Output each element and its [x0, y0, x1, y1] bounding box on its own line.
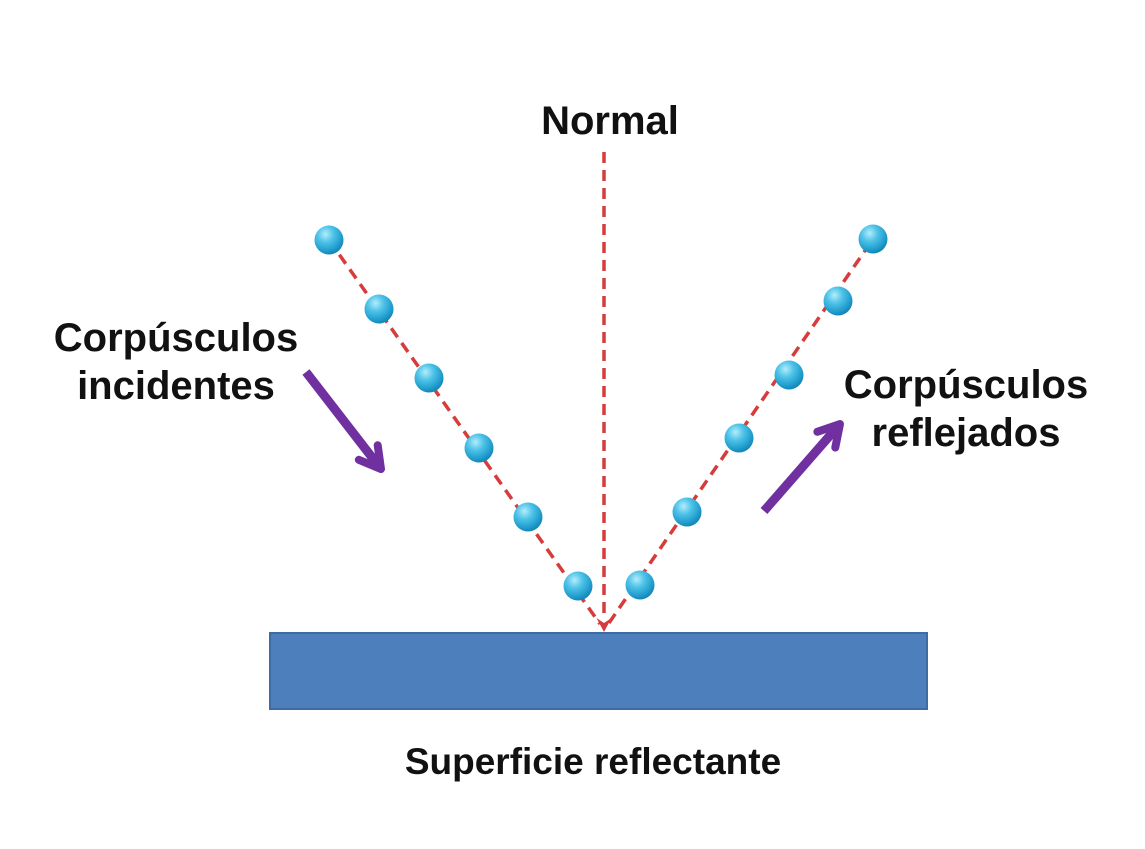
incident-label-line1: Corpúsculos — [53, 316, 299, 360]
reflected-corpuscles-label: Corpúsculos reflejados — [844, 361, 1088, 457]
corpuscle-sphere — [563, 571, 593, 601]
corpuscle-sphere — [314, 225, 344, 255]
incident-corpuscles-label: Corpúsculos incidentes — [54, 314, 298, 410]
incident-label-line2: incidentes — [77, 364, 275, 408]
corpuscle-sphere — [364, 294, 394, 324]
reflected-corpuscles — [625, 224, 888, 600]
corpuscle-sphere — [414, 363, 444, 393]
reflected-label-line2: reflejados — [871, 411, 1061, 455]
corpuscle-sphere — [774, 360, 804, 390]
corpuscle-sphere — [464, 433, 494, 463]
corpuscle-sphere — [625, 570, 655, 600]
incident-corpuscles — [314, 225, 593, 601]
normal-label: Normal — [541, 99, 679, 143]
reflecting-surface — [269, 632, 928, 710]
corpuscle-sphere — [672, 497, 702, 527]
corpuscle-sphere — [823, 286, 853, 316]
incident-direction-arrow-icon — [302, 369, 385, 473]
reflected-direction-arrow-icon — [760, 420, 844, 514]
reflected-label-line1: Corpúsculos — [843, 363, 1089, 407]
corpuscle-sphere — [513, 502, 543, 532]
incident-ray-line — [327, 238, 602, 626]
corpuscle-sphere — [858, 224, 888, 254]
reflecting-surface-label: Superficie reflectante — [404, 741, 782, 782]
corpuscle-sphere — [724, 423, 754, 453]
